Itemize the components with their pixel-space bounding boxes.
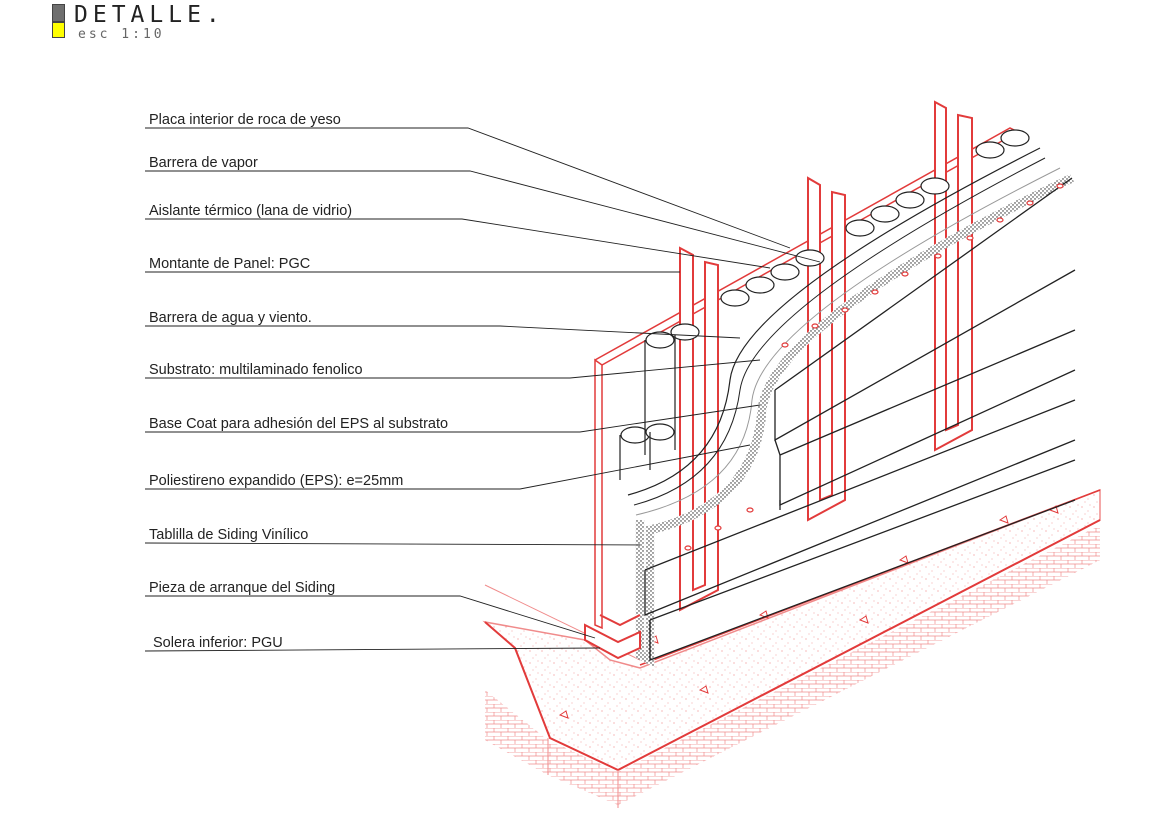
label-starter-strip: Pieza de arranque del Siding — [149, 580, 336, 596]
yellow-swatch — [52, 22, 65, 38]
siding-fasteners — [684, 183, 1064, 551]
page-title: DETALLE. — [74, 2, 225, 28]
label-stud: Montante de Panel: PGC — [149, 256, 311, 272]
label-water-wind-barrier: Barrera de agua y viento. — [149, 310, 312, 326]
label-base-coat: Base Coat para adhesión del EPS al subst… — [149, 416, 449, 432]
label-vapor-barrier: Barrera de vapor — [149, 155, 258, 171]
bottom-track — [584, 614, 641, 660]
header: DETALLE. esc 1:10 — [52, 2, 352, 42]
label-eps: Poliestireno expandido (EPS): e=25mm — [149, 473, 404, 489]
concrete-foundation — [482, 488, 1101, 808]
label-bottom-track: Solera inferior: PGU — [153, 635, 283, 651]
glass-wool-insulation — [619, 129, 1030, 480]
label-insulation: Aislante térmico (lana de vidrio) — [149, 203, 353, 219]
steel-studs — [679, 100, 973, 612]
leader-lines — [144, 127, 821, 652]
label-siding: Tablilla de Siding Vinílico — [149, 527, 309, 543]
vinyl-siding — [644, 177, 1076, 661]
label-interior-board: Placa interior de roca de yeso — [149, 112, 341, 128]
label-substrate: Substrato: multilaminado fenolico — [149, 362, 363, 378]
wall-layers — [627, 147, 1074, 668]
gray-swatch — [52, 4, 65, 22]
scale-label: esc 1:10 — [78, 27, 165, 42]
